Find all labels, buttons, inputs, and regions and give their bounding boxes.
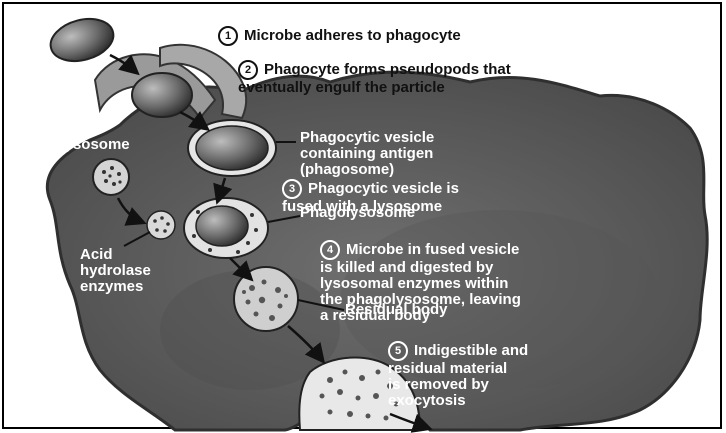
step-5-label: 5Indigestible and residual material is r…	[388, 325, 528, 409]
phagosome-microbe	[196, 126, 268, 170]
residual-body-label: Residual body	[345, 302, 448, 318]
phagolysosome-label: Phagolysosome	[300, 205, 415, 221]
acid-hydrolase-vesicle	[147, 211, 175, 239]
step-text: Phagocyte forms pseudopods that eventual…	[238, 61, 511, 96]
step-number: 5	[388, 341, 408, 361]
step-number: 4	[320, 240, 340, 260]
step-text: Microbe adheres to phagocyte	[244, 27, 461, 44]
lysosome-label: Lysosome	[56, 137, 130, 153]
step-number: 3	[282, 179, 302, 199]
phagolysosome-microbe	[196, 206, 248, 246]
acid-hydrolase-label: Acid hydrolase enzymes	[80, 247, 151, 295]
microbe-engulfed	[132, 73, 192, 117]
step-number: 1	[218, 26, 238, 46]
step-1-label: 1 Microbe adheres to phagocyte	[218, 10, 461, 46]
step-number: 2	[238, 60, 258, 80]
residual-body	[234, 267, 298, 331]
microbe-adhering	[46, 12, 118, 67]
step-2-label: 2Phagocyte forms pseudopods that eventua…	[238, 44, 511, 96]
step-text: Indigestible and residual material is re…	[388, 342, 528, 409]
